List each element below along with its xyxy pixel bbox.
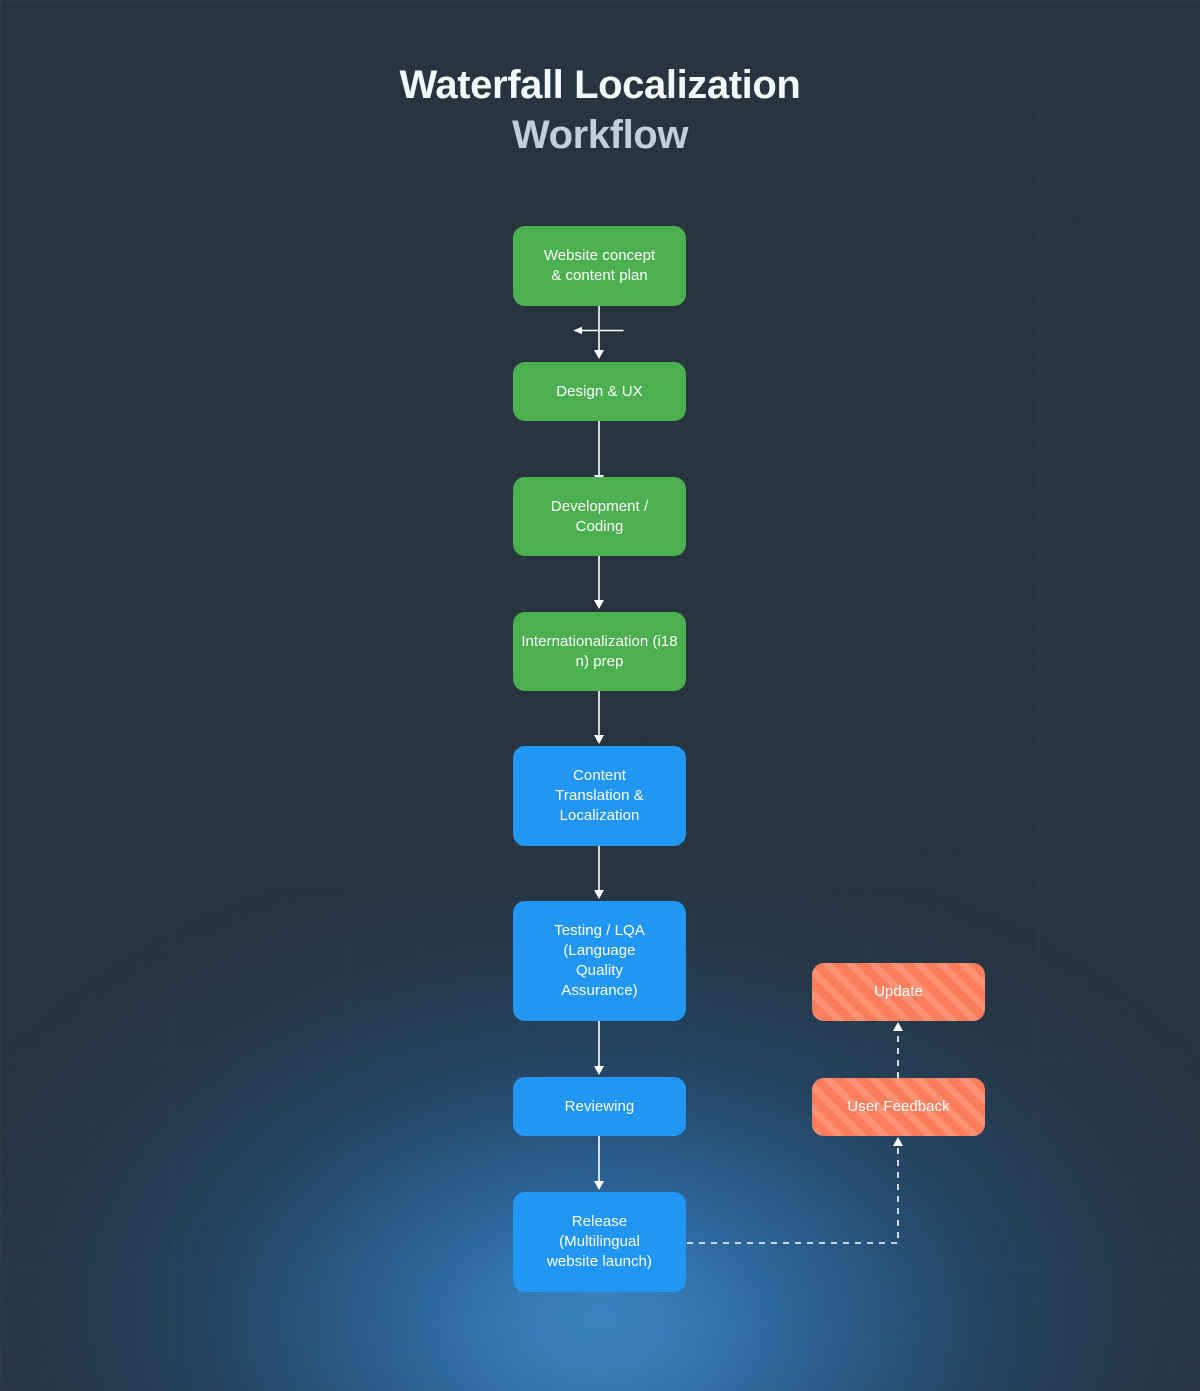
node-development-coding[interactable]: Development / Coding <box>513 477 686 556</box>
node-release-line-3: website launch) <box>547 1252 652 1270</box>
node-reviewing[interactable]: Reviewing <box>513 1077 686 1136</box>
node-i18n-prep[interactable]: Internationalization (i18n) prep <box>513 612 686 691</box>
node-i18n-prep-label: Internationalization (i18n) prep <box>521 632 678 670</box>
node-testing-lqa-line-1: Testing / LQA <box>554 922 645 940</box>
node-content-translation-line-1: Content <box>573 767 626 785</box>
node-testing-lqa-line-4: Assurance) <box>561 981 638 999</box>
node-release-line-1: Release <box>571 1213 628 1231</box>
node-website-concept-line-1: Website concept <box>543 247 656 265</box>
node-website-concept[interactable]: Website concept & content plan <box>513 226 686 306</box>
node-development-coding-line-1: Development / <box>550 497 649 515</box>
node-user-feedback-label: User Feedback <box>847 1098 950 1116</box>
page-title-line-2: Workflow <box>511 113 689 157</box>
page-title: Waterfall Localization Workflow <box>0 62 1200 158</box>
node-website-concept-line-2: & content plan <box>551 267 648 284</box>
node-content-translation-line-3: Localization <box>559 806 640 824</box>
node-update-label: Update <box>874 983 923 1001</box>
node-development-coding-line-2: Coding <box>575 517 624 535</box>
node-testing-lqa-line-2: (Language <box>563 942 636 960</box>
node-reviewing-label: Reviewing <box>564 1097 635 1115</box>
node-design-ux[interactable]: Design & UX <box>513 362 686 421</box>
node-design-ux-label: Design & UX <box>556 382 643 400</box>
node-content-translation[interactable]: Content Translation & Localization <box>513 746 686 846</box>
node-user-feedback[interactable]: User Feedback <box>812 1078 985 1136</box>
node-content-translation-line-2: Translation & <box>555 787 644 805</box>
node-update[interactable]: Update <box>812 963 985 1021</box>
node-testing-lqa[interactable]: Testing / LQA (Language Quality Assuranc… <box>513 901 686 1021</box>
node-release[interactable]: Release (Multilingual website launch) <box>513 1192 686 1292</box>
node-testing-lqa-line-3: Quality <box>575 962 624 979</box>
page-title-line-1: Waterfall Localization <box>399 63 801 107</box>
node-release-line-2: (Multilingual <box>559 1233 640 1251</box>
